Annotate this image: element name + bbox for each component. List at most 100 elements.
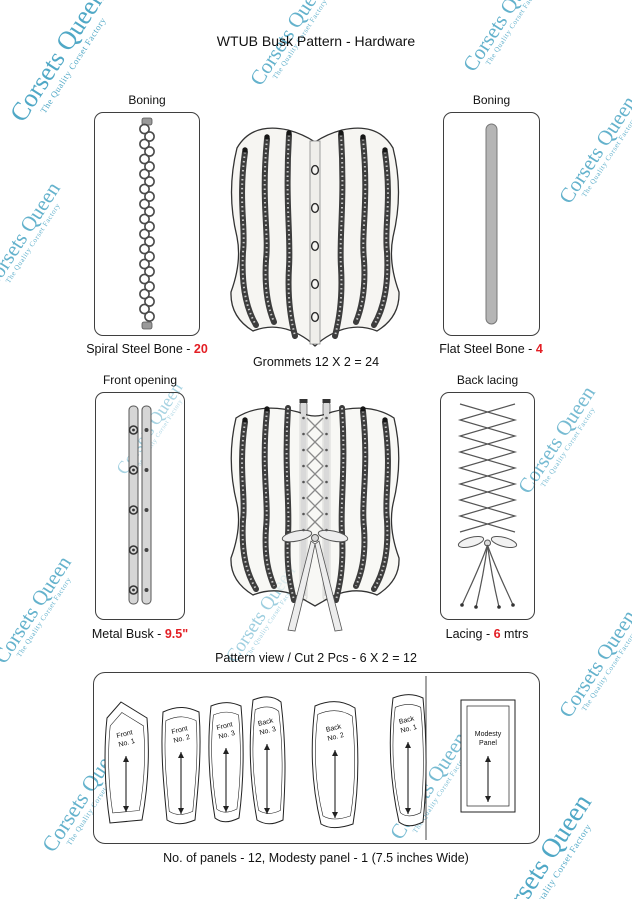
- spiral-ring: [139, 138, 150, 150]
- spiral-ring: [139, 303, 150, 315]
- spiral-ring: [144, 221, 155, 232]
- grommet: [325, 432, 328, 436]
- svg-text:Back: Back: [325, 723, 342, 734]
- grommet: [302, 464, 305, 468]
- spiral-ring: [139, 153, 150, 165]
- pattern-piece: Front No. 2: [161, 707, 201, 825]
- pattern-title: Pattern view / Cut 2 Pcs - 6 X 2 = 12: [215, 651, 417, 665]
- page-title: WTUB Busk Pattern - Hardware: [216, 33, 416, 49]
- spiral-bone-box: [94, 112, 200, 336]
- boning-texture: [241, 134, 389, 337]
- spiral-ring: [144, 161, 155, 172]
- grommets-caption: Grommets 12 X 2 = 24: [252, 355, 380, 369]
- spiral-ring: [144, 266, 155, 277]
- grain-arrow: [264, 744, 270, 814]
- corset-back-outline: [230, 407, 400, 607]
- front-opening-label: Front opening: [102, 373, 178, 387]
- corset-back-figure: [230, 399, 400, 632]
- spiral-ring: [144, 236, 155, 247]
- spiral-ring: [139, 243, 150, 255]
- lacing-caption: Lacing - 6 mtrs: [445, 627, 529, 641]
- spiral-ring: [139, 288, 150, 300]
- pattern-piece: Modesty Panel: [460, 699, 516, 813]
- svg-text:No. 1: No. 1: [118, 738, 136, 749]
- back-lacing-cross: [306, 417, 324, 531]
- busk-studs: [144, 428, 149, 592]
- spiral-ring: [139, 168, 150, 180]
- spiral-ring: [144, 131, 155, 142]
- grommet: [302, 496, 305, 500]
- grain-arrow: [123, 756, 129, 812]
- flat-bone-box: [443, 112, 540, 336]
- grommet: [325, 480, 328, 484]
- svg-text:No. 3: No. 3: [259, 726, 277, 737]
- grommet: [302, 480, 305, 484]
- spiral-ring: [139, 213, 150, 225]
- spiral-steel-bone-figure: [139, 117, 155, 330]
- bone-tips: [242, 406, 388, 423]
- svg-text:Back: Back: [257, 717, 274, 728]
- lacing-tails: [461, 544, 514, 608]
- spiral-ring: [144, 251, 155, 262]
- spiral-ring: [144, 206, 155, 217]
- grain-arrow: [485, 756, 491, 802]
- svg-text:Back: Back: [398, 715, 415, 726]
- metal-busk-figure: [128, 405, 152, 605]
- pattern-piece: Back No. 3: [249, 696, 286, 825]
- back-lacing-label: Back lacing: [456, 373, 519, 387]
- grommet: [325, 512, 328, 516]
- svg-text:Modesty: Modesty: [475, 731, 502, 738]
- spiral-bone-caption: Spiral Steel Bone - 20: [86, 342, 208, 356]
- spiral-ring: [144, 191, 155, 202]
- back-lacing-box: [440, 392, 535, 620]
- spiral-ring: [139, 198, 150, 210]
- lace-tips: [460, 603, 515, 609]
- pattern-pieces-figure: Front No. 1 Front No. 2 Front No. 3: [104, 676, 516, 840]
- corset-front-figure: [230, 127, 400, 347]
- grommet: [302, 512, 305, 516]
- spiral-ring: [139, 183, 150, 195]
- lacing-bow: [281, 529, 349, 632]
- svg-text:Front: Front: [116, 729, 134, 740]
- lacing-tail-right: [314, 540, 343, 632]
- grommet: [325, 464, 328, 468]
- back-lacing-figure: [457, 403, 518, 609]
- spiral-ring: [144, 296, 155, 307]
- grommet: [325, 528, 328, 532]
- spiral-ring: [144, 176, 155, 187]
- spiral-ring: [139, 273, 150, 285]
- metal-busk-caption: Metal Busk - 9.5": [91, 627, 189, 641]
- spiral-ring: [144, 311, 155, 322]
- svg-text:No. 1: No. 1: [400, 724, 418, 735]
- grommet: [302, 448, 305, 452]
- busk-hook-centers: [132, 428, 135, 592]
- boning-texture: [241, 407, 389, 601]
- pattern-piece: Back No. 2: [311, 701, 359, 829]
- pattern-piece: Front No. 3: [208, 702, 244, 823]
- flat-steel-bone-figure: [485, 123, 498, 325]
- grommet: [302, 416, 305, 420]
- flat-bone-caption: Flat Steel Bone - 4: [439, 342, 543, 356]
- lacing-tail-left: [287, 540, 316, 632]
- svg-text:No. 2: No. 2: [173, 734, 191, 745]
- spiral-ring: [144, 146, 155, 157]
- metal-busk-box: [95, 392, 185, 620]
- spiral-bone-label: Boning: [128, 93, 166, 107]
- svg-text:Panel: Panel: [479, 740, 497, 747]
- spiral-ring: [144, 281, 155, 292]
- busk-hooks: [128, 425, 139, 595]
- grommet: [325, 496, 328, 500]
- grain-arrow: [178, 752, 184, 814]
- spiral-ring: [139, 123, 150, 135]
- lacing-bow: [457, 536, 518, 548]
- flat-bone-label: Boning: [472, 93, 511, 107]
- spiral-ring: [139, 258, 150, 270]
- grommet: [325, 448, 328, 452]
- busk-loops: [310, 164, 320, 323]
- lacing-lattice: [457, 403, 518, 533]
- panels-footer: No. of panels - 12, Modesty panel - 1 (7…: [163, 851, 469, 865]
